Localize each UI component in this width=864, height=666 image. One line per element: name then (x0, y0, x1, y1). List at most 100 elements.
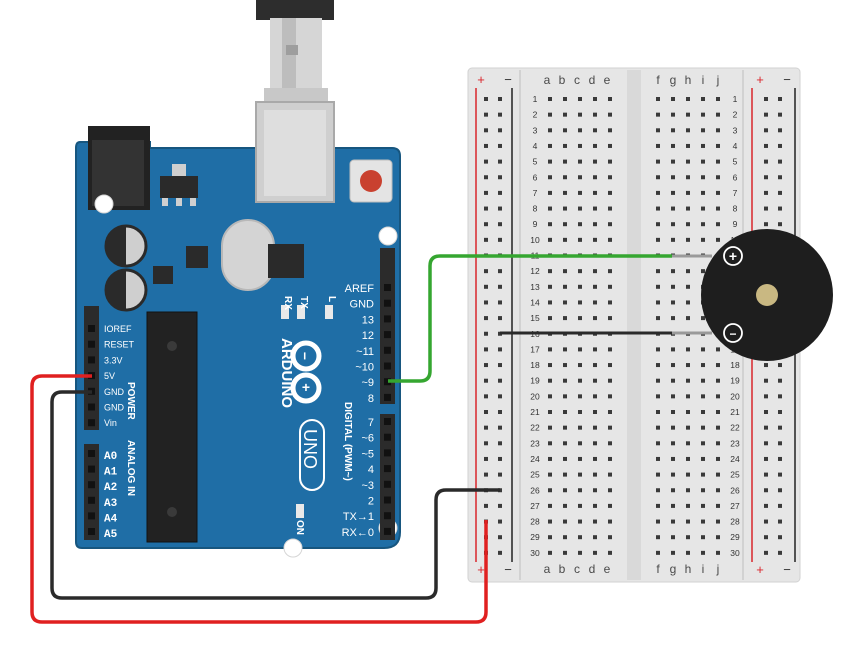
rail-hole[interactable] (778, 363, 782, 368)
breadboard-hole[interactable] (716, 550, 720, 555)
breadboard-hole[interactable] (656, 222, 660, 227)
rail-hole[interactable] (484, 143, 488, 148)
breadboard-hole[interactable] (701, 222, 705, 227)
breadboard-hole[interactable] (548, 222, 552, 227)
rail-hole[interactable] (484, 159, 488, 164)
breadboard-hole[interactable] (563, 300, 567, 305)
breadboard-hole[interactable] (608, 269, 612, 274)
breadboard-hole[interactable] (593, 519, 597, 524)
rail-hole[interactable] (764, 456, 768, 461)
breadboard-hole[interactable] (578, 316, 582, 321)
breadboard-hole[interactable] (578, 425, 582, 430)
rail-hole[interactable] (498, 503, 502, 508)
breadboard-hole[interactable] (656, 472, 660, 477)
rail-hole[interactable] (484, 441, 488, 446)
rail-hole[interactable] (484, 347, 488, 352)
breadboard-hole[interactable] (686, 488, 690, 493)
breadboard-hole[interactable] (656, 347, 660, 352)
breadboard-hole[interactable] (593, 97, 597, 101)
breadboard-hole[interactable] (608, 128, 612, 133)
breadboard-hole[interactable] (578, 159, 582, 164)
breadboard-hole[interactable] (716, 441, 720, 446)
power-pin-hole[interactable] (88, 340, 95, 348)
breadboard-hole[interactable] (563, 425, 567, 430)
digital-pin-hole[interactable] (384, 346, 391, 354)
rail-hole[interactable] (484, 410, 488, 414)
rail-hole[interactable] (764, 143, 768, 148)
breadboard-hole[interactable] (716, 410, 720, 414)
rail-hole[interactable] (484, 331, 488, 336)
breadboard-hole[interactable] (593, 237, 597, 242)
rail-hole[interactable] (484, 175, 488, 180)
rail-hole[interactable] (498, 363, 502, 368)
breadboard-hole[interactable] (608, 550, 612, 555)
breadboard-hole[interactable] (593, 410, 597, 414)
breadboard-hole[interactable] (716, 128, 720, 133)
breadboard-hole[interactable] (608, 394, 612, 399)
breadboard-hole[interactable] (548, 394, 552, 399)
breadboard-hole[interactable] (656, 300, 660, 305)
breadboard-hole[interactable] (701, 237, 705, 242)
breadboard-hole[interactable] (608, 456, 612, 461)
breadboard-hole[interactable] (701, 456, 705, 461)
breadboard-hole[interactable] (563, 394, 567, 399)
breadboard-hole[interactable] (563, 347, 567, 352)
breadboard-hole[interactable] (701, 363, 705, 368)
breadboard-hole[interactable] (593, 222, 597, 227)
rail-hole[interactable] (484, 206, 488, 211)
breadboard-hole[interactable] (608, 316, 612, 321)
breadboard-hole[interactable] (548, 441, 552, 446)
rail-hole[interactable] (498, 347, 502, 352)
breadboard-hole[interactable] (608, 519, 612, 524)
breadboard-hole[interactable] (548, 425, 552, 430)
breadboard-hole[interactable] (701, 503, 705, 508)
breadboard-hole[interactable] (593, 550, 597, 555)
breadboard-hole[interactable] (608, 222, 612, 227)
breadboard-hole[interactable] (671, 535, 675, 540)
breadboard-hole[interactable] (686, 159, 690, 164)
rail-hole[interactable] (484, 503, 488, 508)
breadboard-hole[interactable] (686, 112, 690, 117)
breadboard-hole[interactable] (656, 316, 660, 321)
breadboard-hole[interactable] (608, 175, 612, 180)
digital-pin-hole[interactable] (384, 284, 391, 291)
breadboard-hole[interactable] (548, 456, 552, 461)
rail-hole[interactable] (484, 284, 488, 289)
breadboard-hole[interactable] (593, 441, 597, 446)
breadboard-hole[interactable] (716, 112, 720, 117)
rail-hole[interactable] (778, 143, 782, 148)
breadboard-hole[interactable] (701, 112, 705, 117)
breadboard-hole[interactable] (671, 269, 675, 274)
rail-hole[interactable] (778, 441, 782, 446)
breadboard-hole[interactable] (578, 284, 582, 289)
breadboard-hole[interactable] (701, 347, 705, 352)
breadboard-hole[interactable] (686, 456, 690, 461)
breadboard-hole[interactable] (563, 535, 567, 540)
breadboard-hole[interactable] (701, 175, 705, 180)
rail-hole[interactable] (764, 363, 768, 368)
breadboard-hole[interactable] (701, 394, 705, 399)
breadboard-hole[interactable] (671, 410, 675, 414)
breadboard-hole[interactable] (548, 316, 552, 321)
breadboard-hole[interactable] (608, 441, 612, 446)
breadboard-hole[interactable] (563, 175, 567, 180)
breadboard-hole[interactable] (656, 425, 660, 430)
rail-hole[interactable] (498, 394, 502, 399)
rail-hole[interactable] (484, 456, 488, 461)
breadboard-hole[interactable] (563, 112, 567, 117)
breadboard-hole[interactable] (608, 378, 612, 383)
breadboard-hole[interactable] (578, 222, 582, 227)
breadboard-hole[interactable] (578, 394, 582, 399)
breadboard-hole[interactable] (608, 190, 612, 195)
wire-gnd-black[interactable] (50, 390, 500, 600)
reset-button-cap[interactable] (360, 170, 382, 192)
breadboard-hole[interactable] (716, 237, 720, 242)
breadboard-hole[interactable] (563, 519, 567, 524)
breadboard-hole[interactable] (563, 269, 567, 274)
breadboard-hole[interactable] (593, 535, 597, 540)
breadboard-hole[interactable] (608, 206, 612, 211)
breadboard-hole[interactable] (608, 347, 612, 352)
rail-hole[interactable] (778, 503, 782, 508)
breadboard-hole[interactable] (578, 97, 582, 101)
